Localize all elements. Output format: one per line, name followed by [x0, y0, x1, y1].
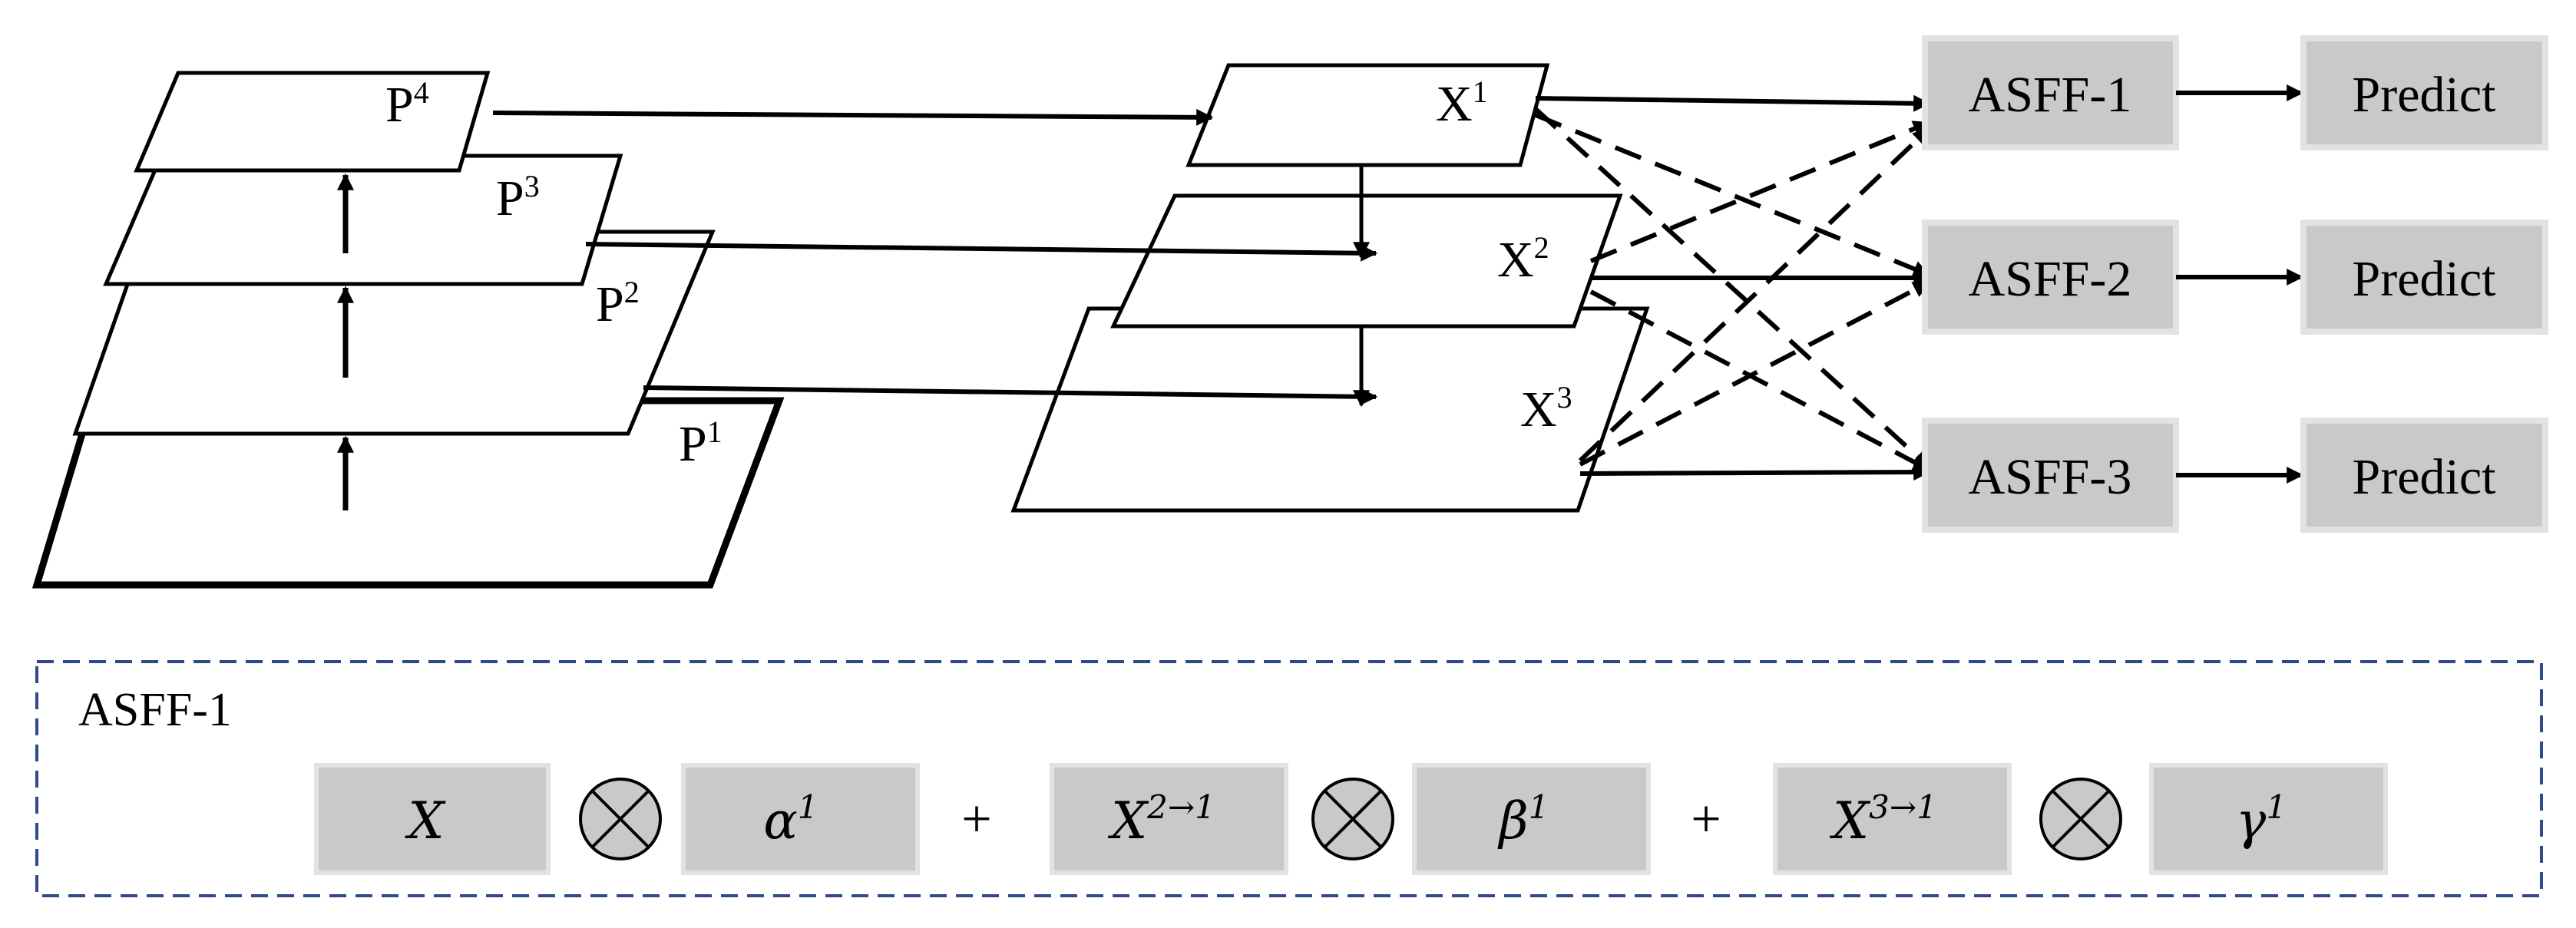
arrow-x1-asff1 — [1535, 94, 1931, 112]
predict-2-label: Predict — [2353, 251, 2496, 307]
predict-3-box — [2300, 418, 2548, 533]
term-box-beta — [1412, 763, 1651, 875]
asff-3-box — [1922, 418, 2179, 533]
formula-panel-title: ASFF-1 — [78, 684, 232, 736]
asff-3-label: ASFF-3 — [1969, 449, 2132, 505]
dashed-x3-asff1 — [1578, 127, 1931, 463]
p2-label: P2 — [596, 275, 640, 332]
asff-2-label: ASFF-2 — [1969, 251, 2132, 307]
term-box-alpha — [681, 763, 920, 875]
predict-2-box — [2300, 220, 2548, 335]
p3-plane — [103, 154, 623, 286]
arrow-p2-x3 — [643, 385, 1378, 405]
term-x2to1: X2→1 — [1107, 788, 1215, 850]
term-beta: β1 — [1497, 788, 1549, 850]
asff-to-predict-arrows — [2176, 84, 2304, 484]
predict-1-box — [2300, 35, 2548, 150]
p3-label: P3 — [496, 169, 540, 226]
p1-label: P1 — [679, 414, 723, 472]
term-gamma: γ1 — [2236, 788, 2287, 850]
dashed-x3-asff2 — [1579, 280, 1930, 467]
arrow-x3-asff3 — [1579, 464, 1931, 481]
formula-panel-border — [35, 660, 2543, 897]
x1-plane — [1185, 63, 1550, 167]
dashed-x1-asff2 — [1534, 113, 1931, 277]
x3-label: X3 — [1520, 380, 1572, 438]
otimes-icon — [2039, 778, 2122, 860]
dashed-x2-asff1 — [1589, 121, 1931, 263]
plus-sign: + — [1691, 790, 1721, 849]
asff-1-box — [1922, 35, 2179, 150]
dashed-x1-asff3 — [1533, 107, 1931, 469]
formula-panel: ASFF-1 X α1 + X2→1 β1 + X3→1 — [35, 660, 2543, 897]
x1-label: X1 — [1436, 74, 1488, 132]
p4-plane — [134, 71, 491, 173]
term-box-x2to1 — [1050, 763, 1288, 875]
arrow-p3-x2 — [585, 242, 1378, 262]
p4-label: P4 — [385, 75, 429, 133]
x-to-asff-arrows — [1533, 94, 1931, 481]
p-to-x-arrows — [492, 108, 1378, 405]
otimes-icon — [1311, 778, 1394, 860]
feature-pyramid-p: P4 P3 P2 P1 — [31, 71, 785, 589]
asff-1-label: ASFF-1 — [1969, 67, 2132, 123]
term-box-x3to1 — [1773, 763, 2012, 875]
dashed-x2-asff3 — [1589, 289, 1930, 472]
predict-3-label: Predict — [2353, 449, 2496, 505]
term-box-x — [314, 763, 551, 875]
predict-column: Predict Predict Predict — [2300, 35, 2548, 533]
plus-sign: + — [961, 790, 991, 849]
otimes-icon — [579, 778, 662, 860]
predict-1-label: Predict — [2353, 67, 2496, 123]
feature-pyramid-x: X1 X2 X3 — [1010, 63, 1650, 513]
x2-label: X2 — [1497, 230, 1549, 288]
term-alpha: α1 — [763, 788, 818, 850]
asff-column: ASFF-1 ASFF-2 ASFF-3 — [1922, 35, 2179, 533]
asff-2-box — [1922, 220, 2179, 335]
term-box-gamma — [2149, 763, 2388, 875]
term-x3to1: X3→1 — [1829, 788, 1937, 850]
arrow-p4-x1 — [492, 108, 1214, 126]
term-x: X — [405, 791, 447, 850]
